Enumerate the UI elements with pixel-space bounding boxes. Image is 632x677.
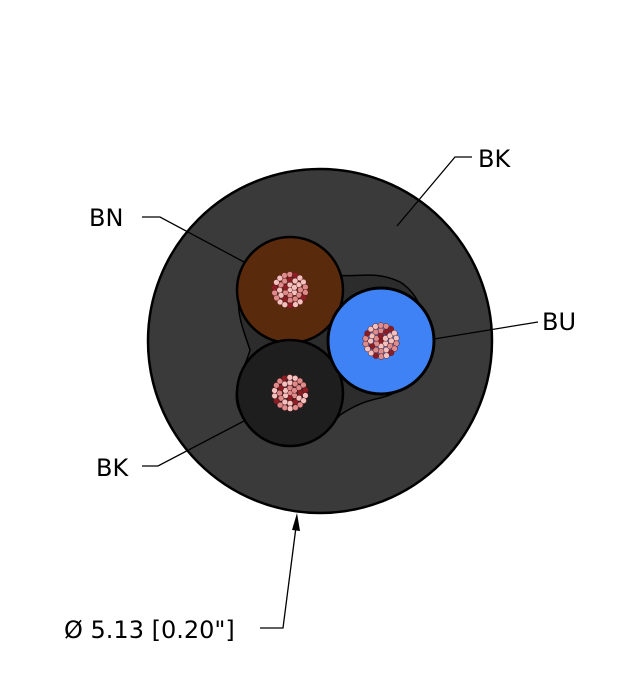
copper-strand <box>300 294 307 301</box>
conductor-brown-strands <box>271 271 309 309</box>
copper-strand <box>362 340 369 348</box>
copper-strand <box>271 289 278 297</box>
copper-strand <box>286 276 294 283</box>
leader-diameter <box>260 526 297 629</box>
copper-strand <box>292 404 299 411</box>
copper-strand <box>286 271 293 278</box>
conductor-blue-strands <box>362 322 400 360</box>
copper-strand <box>292 272 299 279</box>
copper-strand <box>286 297 294 304</box>
label-diameter: Ø 5.13 [0.20"] <box>64 616 235 644</box>
copper-strand <box>276 275 283 282</box>
conductor-black <box>235 338 345 448</box>
leader-brown <box>142 216 245 263</box>
copper-strand <box>377 322 384 329</box>
copper-strand <box>297 298 304 305</box>
copper-strand <box>286 379 294 386</box>
conductor-blue <box>326 286 436 396</box>
leader-jacket <box>396 156 472 227</box>
copper-strand <box>287 302 294 309</box>
copper-strand <box>372 352 379 359</box>
copper-strand <box>300 397 307 404</box>
copper-strand <box>276 298 284 306</box>
copper-strand <box>387 325 395 333</box>
leader-blue <box>433 321 539 340</box>
conductor-black-strands <box>271 374 309 412</box>
copper-strand <box>383 352 390 359</box>
copper-strand <box>383 323 390 330</box>
label-jacket: BK <box>478 145 511 173</box>
leader-black <box>142 420 245 467</box>
copper-strand <box>271 392 278 400</box>
copper-strand <box>276 401 284 409</box>
copper-strand <box>377 348 385 355</box>
copper-strand <box>302 283 309 291</box>
copper-strand <box>302 386 309 394</box>
copper-strand <box>286 374 293 381</box>
copper-strand <box>296 377 304 385</box>
copper-strand <box>292 301 299 308</box>
copper-strand <box>297 401 304 408</box>
copper-strand <box>292 375 299 382</box>
label-black: BK <box>96 454 129 482</box>
copper-strand <box>393 334 400 342</box>
copper-strand <box>281 301 288 308</box>
copper-strand <box>287 405 294 412</box>
copper-strand <box>281 404 288 411</box>
copper-strand <box>296 274 304 282</box>
copper-strand <box>281 272 288 279</box>
conductor-brown <box>235 235 345 345</box>
copper-strand <box>276 378 283 385</box>
copper-strand <box>388 349 395 356</box>
copper-strand <box>367 349 375 357</box>
copper-strand <box>367 326 374 333</box>
copper-strand <box>378 353 385 360</box>
label-brown: BN <box>89 204 123 232</box>
copper-strand <box>372 323 379 330</box>
copper-strand <box>391 345 398 352</box>
copper-strand <box>377 327 385 334</box>
label-blue: BU <box>542 308 576 336</box>
copper-strand <box>273 279 280 286</box>
copper-strand <box>286 400 294 407</box>
copper-strand <box>273 382 280 389</box>
diameter-arrowhead <box>292 513 300 531</box>
copper-strand <box>281 375 288 382</box>
copper-strand <box>364 330 371 337</box>
